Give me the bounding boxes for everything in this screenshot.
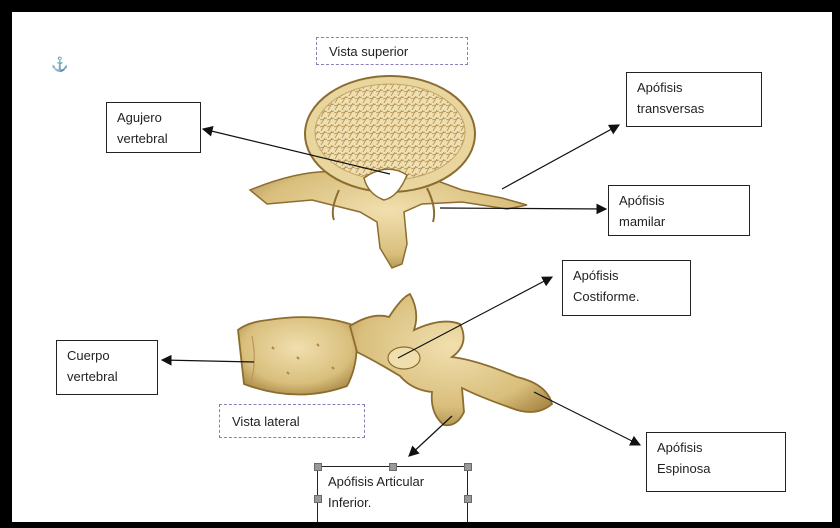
selection-handle[interactable]: [314, 495, 322, 503]
selection-handle[interactable]: [314, 463, 322, 471]
label-cuerpo-vertebral: Cuerpo vertebral: [56, 340, 158, 395]
label-apofisis-espinosa: Apófisis Espinosa: [646, 432, 786, 492]
selection-handle[interactable]: [464, 495, 472, 503]
label-apofisis-mamilar: Apófisis mamilar: [608, 185, 750, 236]
label-apofisis-articular-inferior[interactable]: Apófisis Articular Inferior.: [317, 466, 468, 522]
document-page: ⚓: [12, 12, 832, 522]
label-apofisis-costiforme: Apófisis Costiforme.: [562, 260, 691, 316]
selection-handle[interactable]: [389, 463, 397, 471]
label-agujero-vertebral: Agujero vertebral: [106, 102, 201, 153]
label-apofisis-transversas: Apófisis transversas: [626, 72, 762, 127]
view-title-superior: Vista superior: [316, 37, 468, 65]
vertebra-superior-view: [250, 76, 527, 268]
view-title-lateral: Vista lateral: [219, 404, 365, 438]
selection-handle[interactable]: [464, 463, 472, 471]
